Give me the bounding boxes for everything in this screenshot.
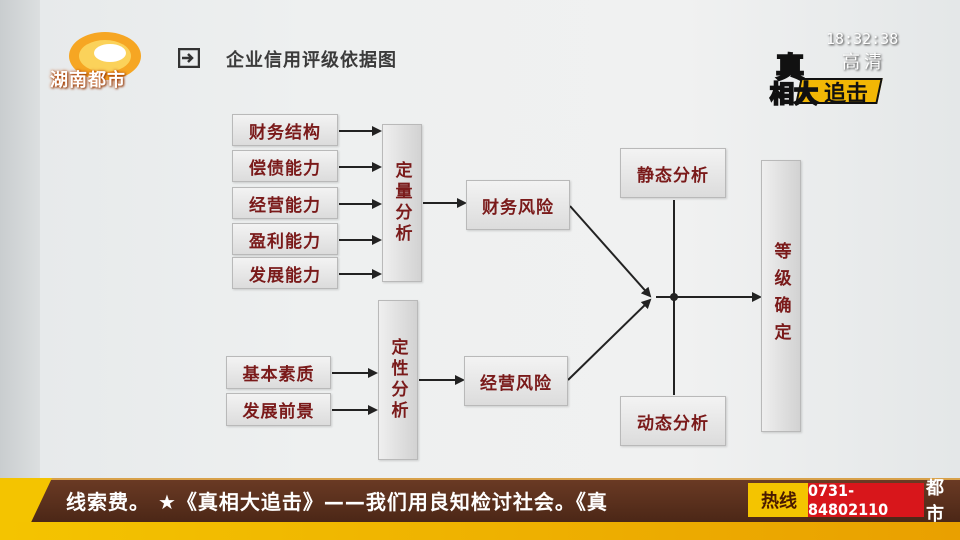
grade-determination-box: 等级确定 <box>761 160 801 432</box>
input-development-prospect: 发展前景 <box>226 393 331 426</box>
financial-risk-box: 财务风险 <box>466 180 570 230</box>
hotline-badge: 热线 0731-84802110 都市 <box>748 478 960 525</box>
show-logo: 真 相大 追击 <box>768 48 883 120</box>
input-solvency: 偿债能力 <box>232 150 338 182</box>
hotline-suffix: 都市 <box>926 478 944 525</box>
operating-risk-box: 经营风险 <box>464 356 568 406</box>
show-logo-char-2: 相大 <box>769 79 819 109</box>
channel-logo-mark <box>69 32 141 80</box>
broadcast-clock: 18:32:38 <box>826 30 899 48</box>
diagram-title: 企业信用评级依据图 <box>226 50 397 71</box>
background-strip <box>0 0 40 480</box>
input-development-ability: 发展能力 <box>232 257 338 289</box>
input-financial-structure: 财务结构 <box>232 114 338 146</box>
hd-badge: 高清 <box>842 52 886 73</box>
hotline-label: 热线 <box>748 483 810 517</box>
show-logo-char-3: 追击 <box>824 82 869 107</box>
ticker-text: 线索费。 ★《真相大追击》——我们用良知检讨社会。《真 <box>66 490 608 514</box>
input-basic-quality: 基本素质 <box>226 356 331 389</box>
diagram-connectors <box>332 126 762 415</box>
hotline-number: 0731-84802110 <box>808 481 924 519</box>
show-logo-char-1: 真 <box>775 50 805 85</box>
exit-icon <box>178 48 200 68</box>
quantitative-analysis-box: 定量分析 <box>382 124 422 282</box>
qualitative-analysis-box: 定性分析 <box>378 300 418 460</box>
input-profitability: 盈利能力 <box>232 223 338 255</box>
bottom-accent-strip <box>0 522 960 540</box>
dynamic-analysis-box: 动态分析 <box>620 396 726 446</box>
static-analysis-box: 静态分析 <box>620 148 726 198</box>
input-operating-ability: 经营能力 <box>232 187 338 219</box>
channel-logo-text: 湖南都市 <box>50 70 126 91</box>
